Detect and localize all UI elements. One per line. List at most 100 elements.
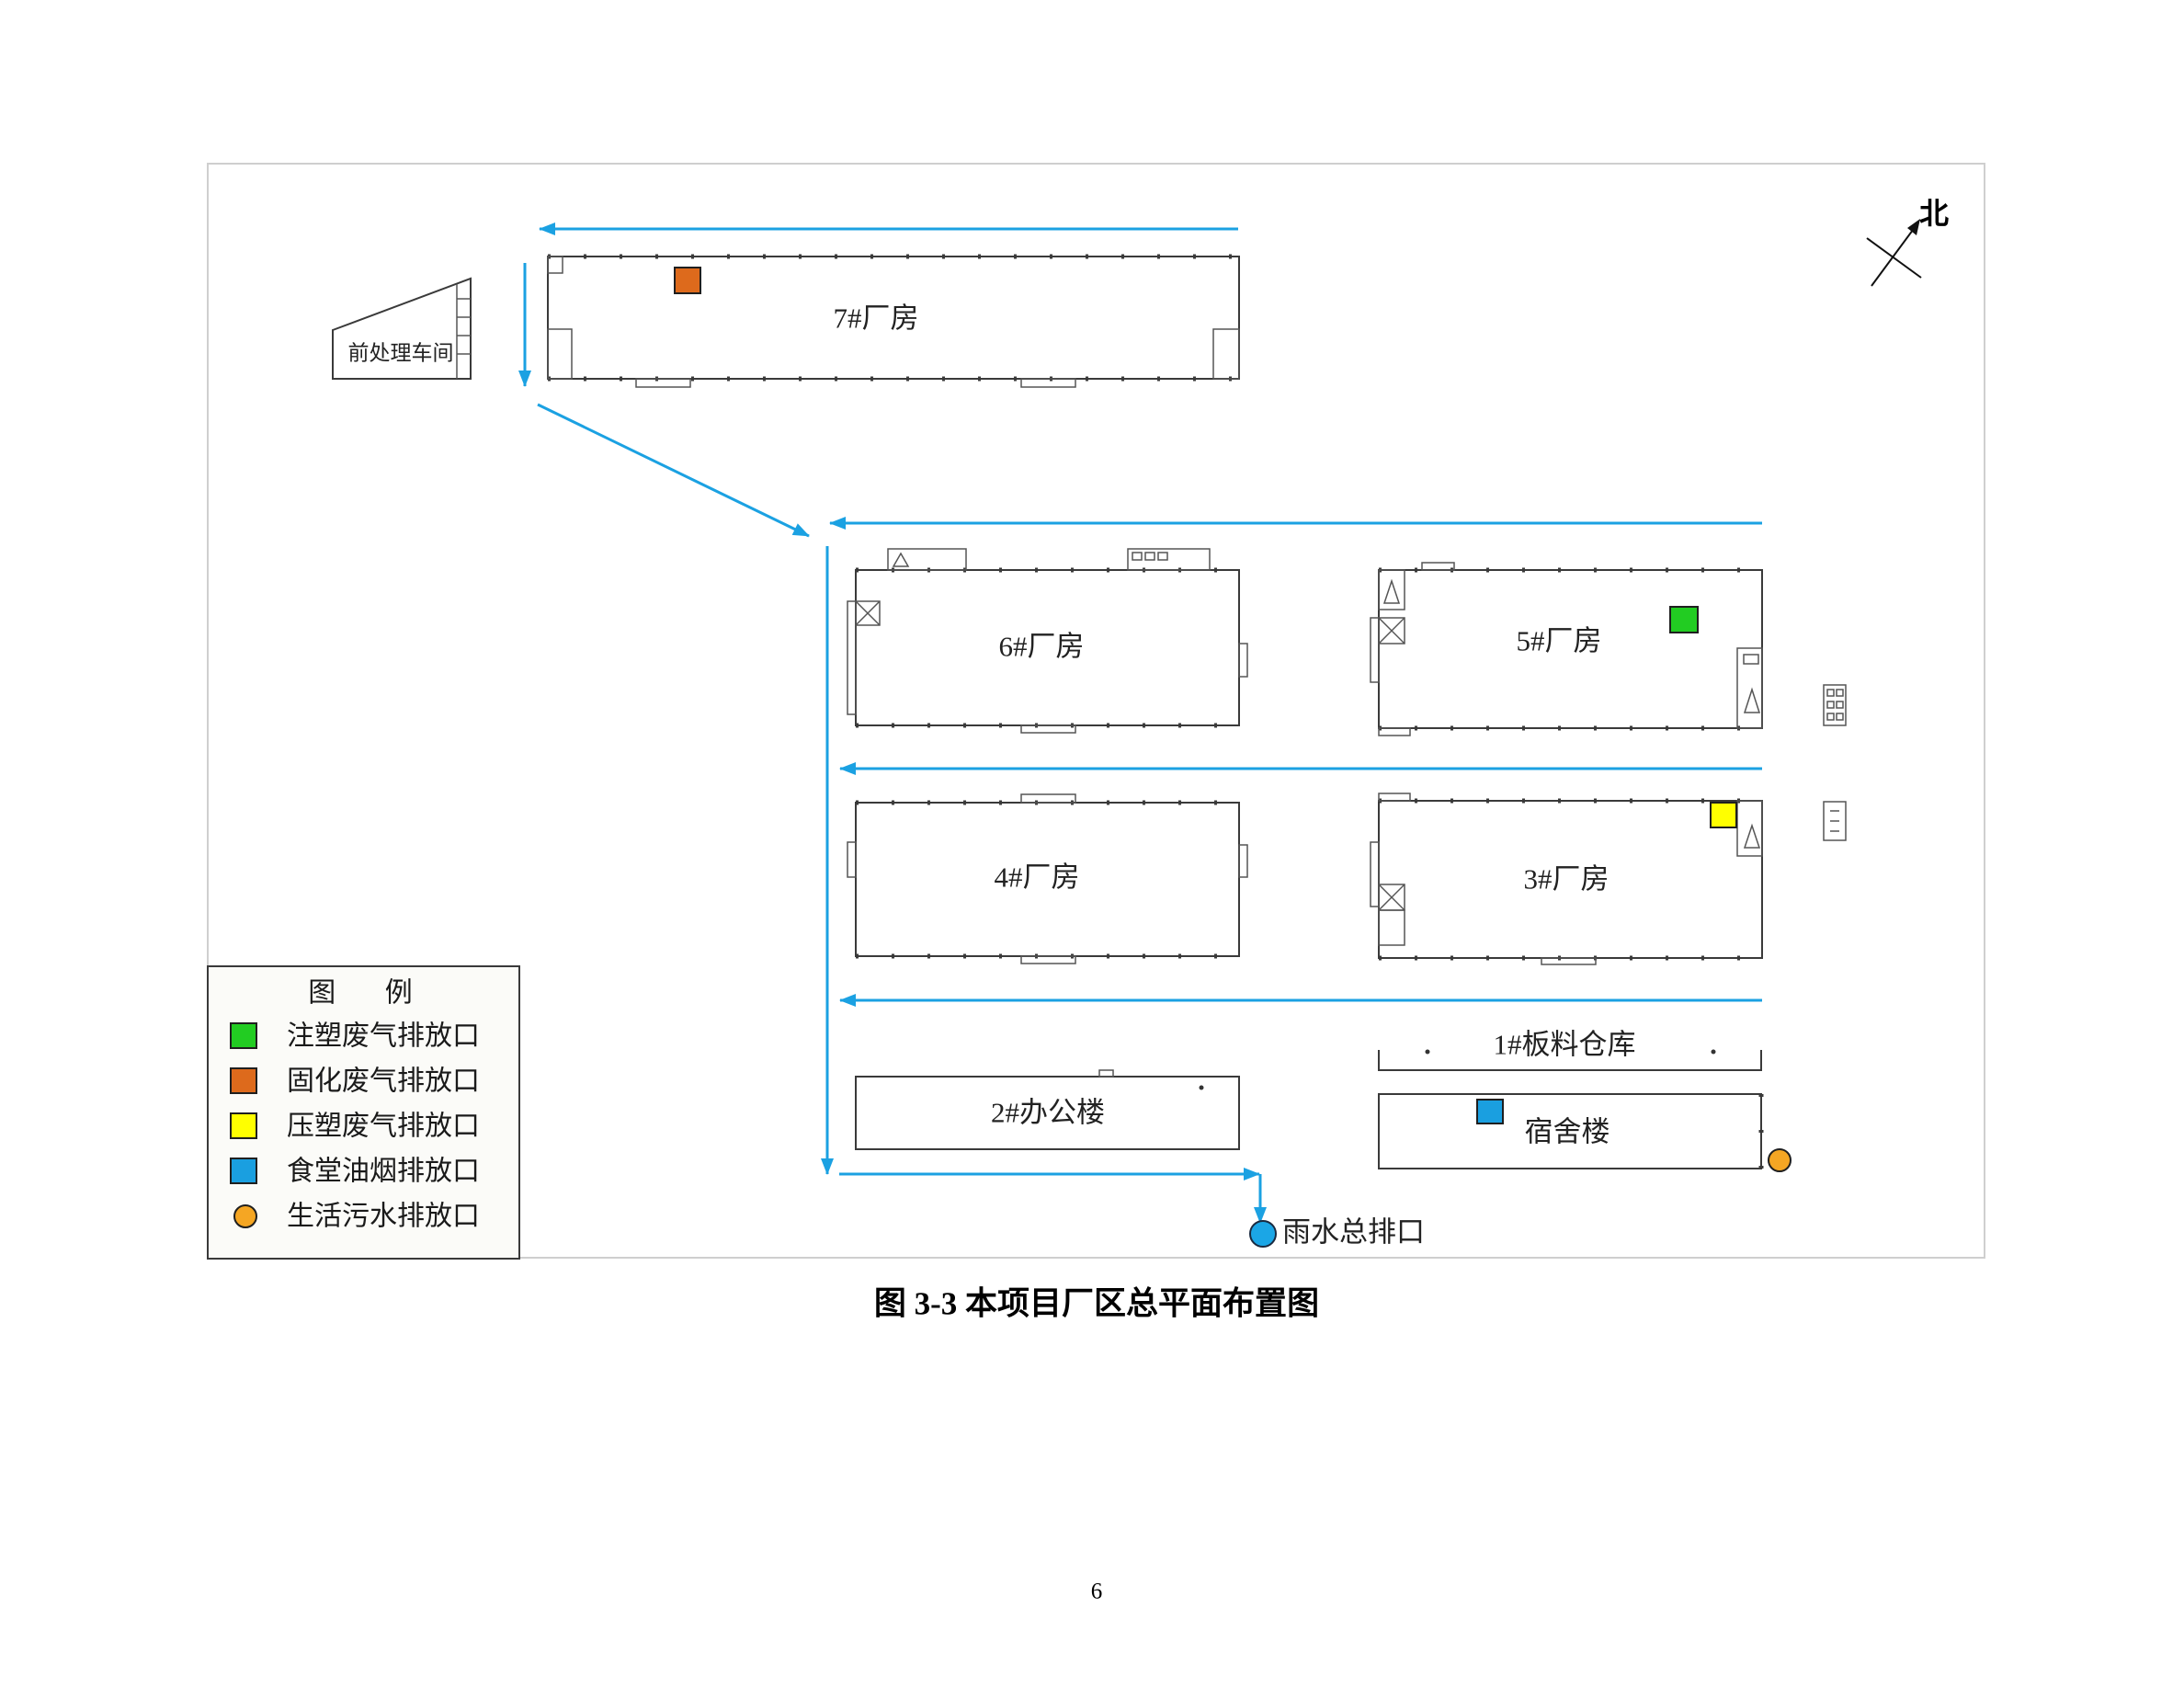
plant-4-bottom-door	[1020, 955, 1076, 964]
plant-6-roof-unit-cell	[1157, 552, 1168, 561]
plant-5-stair-east	[1736, 647, 1763, 729]
plant-7-door	[635, 378, 691, 388]
legend-canteen-fume-icon	[230, 1158, 257, 1184]
east-small-structure	[1823, 801, 1847, 841]
warehouse-1-label: 1#板料仓库	[1494, 1029, 1636, 1061]
legend: 图 例 注塑废气排放口 固化废气排放口 压塑废气排放口 食堂油烟排放口 生活污水…	[207, 965, 520, 1260]
stormwater-flow-arrows	[518, 222, 1762, 1224]
flow-arrow-diagonal	[537, 403, 810, 538]
north-label: 北	[1919, 197, 1949, 230]
pretreatment-outline	[332, 277, 472, 380]
plant-3-west-door	[1370, 841, 1380, 907]
compression-exhaust-outlet-marker	[1710, 802, 1737, 828]
north-arrow-pointer	[1871, 222, 1919, 287]
legend-curing-exhaust-icon	[230, 1067, 257, 1094]
office-2-outline	[855, 1076, 1240, 1150]
office-2-entrance	[1098, 1069, 1114, 1078]
plant-6-roof-unit-mark	[892, 552, 910, 567]
office-2-label: 2#办公楼	[991, 1097, 1105, 1129]
dormitory-label: 宿舍楼	[1525, 1116, 1610, 1148]
plant-6-west-door	[847, 600, 857, 715]
domestic-sewage-outlet-marker	[1768, 1148, 1792, 1172]
plant-7-stair-west	[547, 328, 573, 380]
warehouse-1-column-dot	[1711, 1049, 1716, 1055]
plant-5-stair-mark	[1382, 578, 1401, 604]
plant-4-east-door	[1238, 844, 1248, 878]
plant-6-roof-unit	[887, 548, 967, 571]
rainwater-outfall-label: 雨水总排口	[1282, 1216, 1425, 1249]
plant-6-roof-unit-cell	[1144, 552, 1155, 561]
building-plant-6: 6#厂房	[847, 548, 1248, 734]
canteen-fume-outlet-marker	[1476, 1099, 1504, 1124]
legend-item-label: 生活污水排放口	[287, 1201, 480, 1233]
plan-frame	[207, 163, 1985, 1259]
plant-3-stair-west	[1378, 909, 1405, 946]
plant-7-corner-room	[547, 256, 563, 274]
building-plant-5: 5#厂房	[1370, 562, 1763, 736]
injection-exhaust-outlet-marker	[1669, 606, 1699, 633]
plant-5-top-door	[1421, 562, 1455, 571]
east-structure-outline	[1823, 684, 1847, 726]
building-office-2: 2#办公楼	[855, 1069, 1240, 1150]
east-small-structure	[1823, 684, 1847, 726]
east-structure-cell	[1836, 701, 1844, 709]
building-plant-7: 7#厂房	[547, 254, 1240, 388]
plant-7-door	[1020, 378, 1076, 388]
building-plant-4: 4#厂房	[847, 793, 1248, 964]
east-structure-cell	[1826, 713, 1835, 721]
rainwater-outfall-marker	[1249, 1220, 1277, 1248]
plant-4-west-door	[847, 841, 857, 878]
legend-injection-exhaust-icon	[230, 1022, 257, 1049]
plant-7-label: 7#厂房	[834, 302, 919, 335]
plant-5-lift-cross	[1378, 617, 1405, 644]
legend-compression-exhaust-icon	[230, 1112, 257, 1139]
legend-domestic-sewage-icon	[233, 1204, 257, 1228]
plant-6-label: 6#厂房	[999, 631, 1085, 663]
plant-3-lift-cross	[1378, 884, 1405, 911]
rainwater-outfall: 雨水总排口	[1249, 1216, 1425, 1249]
warehouse-1-column-dot	[1425, 1049, 1430, 1055]
plant-6-door	[1020, 724, 1076, 734]
north-arrow: 北	[1866, 197, 1949, 287]
plant-3-stair-east-mark	[1743, 823, 1761, 849]
plant-6-roof-unit-cell	[1132, 552, 1143, 561]
figure-caption: 图 3-3 本项目厂区总平面布置图	[874, 1286, 1319, 1322]
legend-title: 图 例	[308, 977, 433, 1009]
legend-item-label: 注塑废气排放口	[287, 1021, 480, 1053]
plant-3-top-door	[1378, 793, 1411, 802]
plant-5-bottom-door	[1378, 727, 1411, 736]
plant-3-bottom-door	[1541, 957, 1597, 965]
plant-4-label: 4#厂房	[995, 861, 1080, 894]
east-structure-outline	[1823, 801, 1847, 841]
building-warehouse-1: 1#板料仓库	[1378, 1029, 1762, 1071]
page-number: 6	[1091, 1580, 1103, 1604]
legend-box	[207, 965, 520, 1260]
building-plant-3: 3#厂房	[1370, 793, 1763, 965]
curing-exhaust-outlet-marker	[674, 267, 701, 294]
plant-6-lift-cross	[855, 600, 881, 626]
plant-5-label: 5#厂房	[1517, 625, 1602, 657]
plant-4-top-door	[1020, 793, 1076, 804]
building-pretreatment-workshop: 前处理车间	[332, 277, 472, 380]
plant-3-label: 3#厂房	[1524, 863, 1610, 895]
plant-5-stair-west	[1378, 569, 1405, 610]
legend-item-label: 食堂油烟排放口	[287, 1156, 480, 1188]
east-structure-cell	[1836, 689, 1844, 697]
plant-6-east-door	[1238, 643, 1248, 678]
legend-item-label: 固化废气排放口	[287, 1066, 480, 1098]
east-structure-cell	[1826, 701, 1835, 709]
plant-5-stair-east-mark	[1743, 687, 1761, 713]
plant-7-stair-east	[1212, 328, 1240, 380]
east-structure-cell	[1836, 713, 1844, 721]
plant-5-west-door	[1370, 617, 1380, 683]
pretreatment-label: 前处理车间	[348, 342, 454, 365]
plant-6-roof-unit	[1127, 548, 1211, 571]
plant-5-stair-east-cap	[1743, 654, 1759, 665]
legend-item-label: 压塑废气排放口	[287, 1111, 480, 1143]
plant-6-lift	[855, 600, 881, 626]
office-2-column-dot	[1199, 1085, 1204, 1090]
north-arrow-cross-line	[1866, 237, 1922, 279]
north-arrow-head-icon	[1907, 219, 1920, 235]
plant-7-outline	[547, 256, 1240, 380]
